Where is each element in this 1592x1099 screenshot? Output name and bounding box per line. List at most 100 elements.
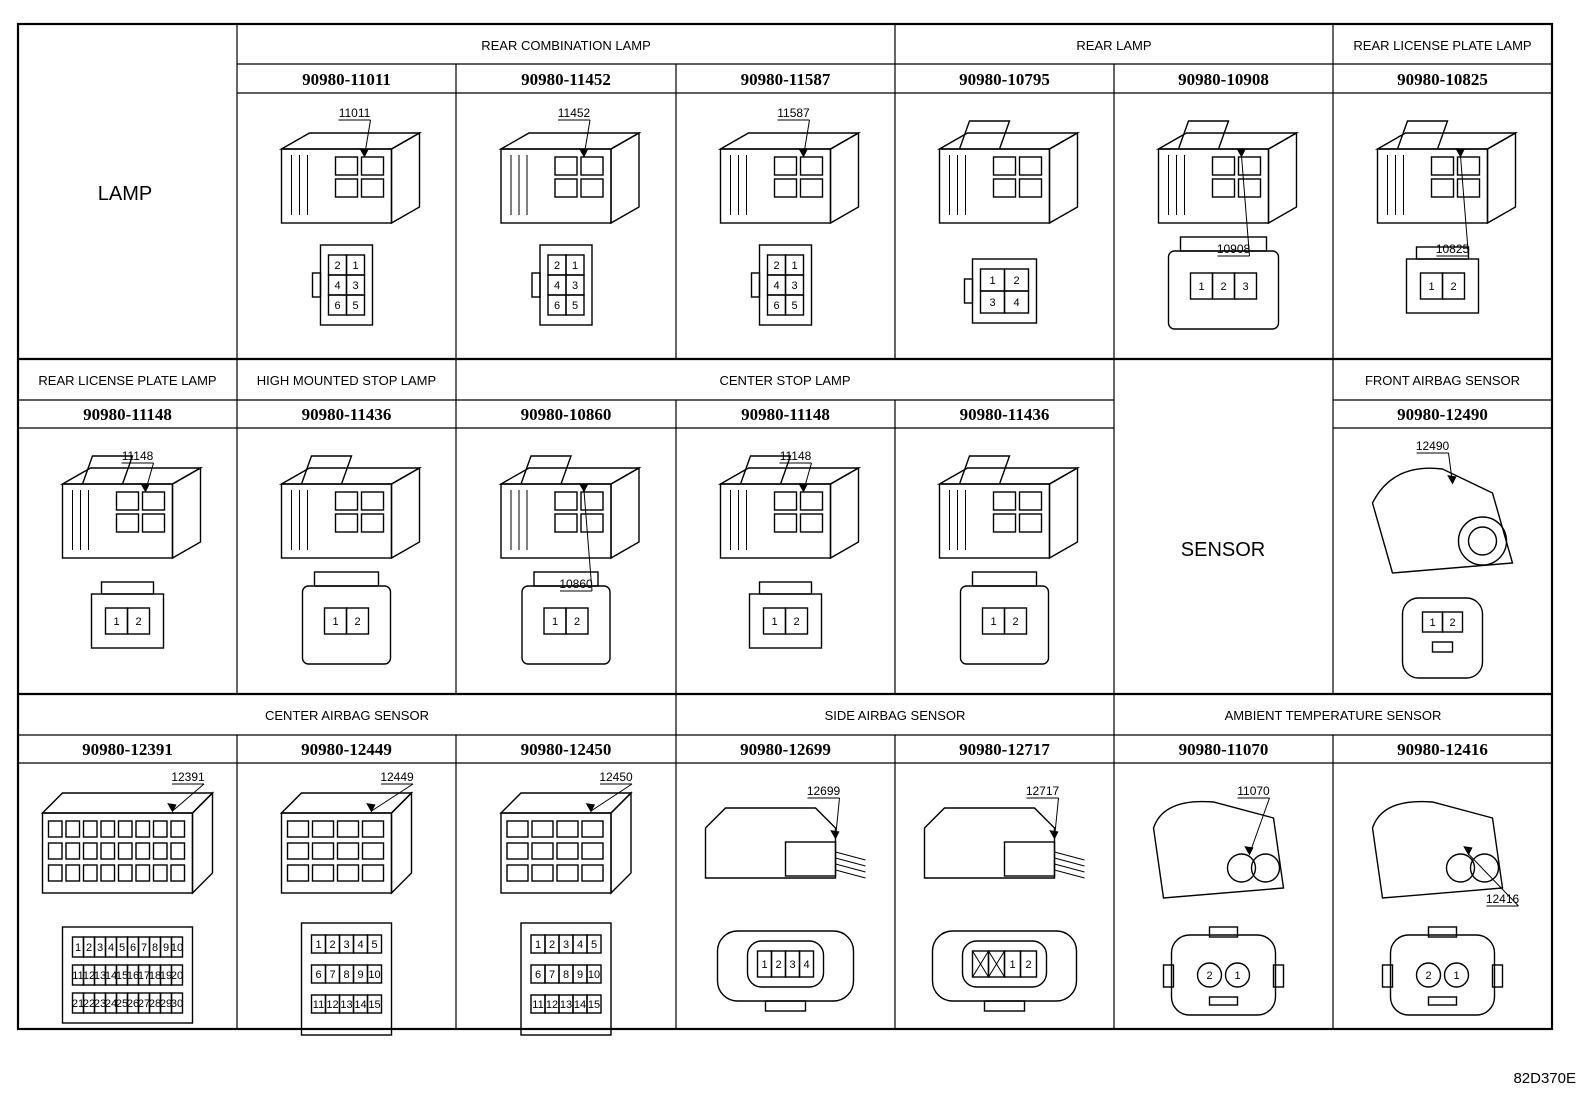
lock-tab xyxy=(533,571,599,587)
cavity xyxy=(115,513,140,533)
pin-number: 2 xyxy=(86,942,92,954)
connector-body xyxy=(923,807,1056,879)
pin-number: 1 xyxy=(113,616,119,628)
pin-number: 1 xyxy=(1453,970,1459,982)
part-code-label: 12416 xyxy=(1486,892,1520,906)
cavity xyxy=(773,513,798,533)
leader-arrow xyxy=(1455,148,1465,158)
pin-number: 5 xyxy=(591,939,597,951)
wire xyxy=(835,863,866,873)
wire xyxy=(1054,869,1085,879)
pin-number: 13 xyxy=(560,999,572,1011)
leader-arrow xyxy=(140,483,150,493)
cavity xyxy=(135,820,151,838)
pin-number: 2 xyxy=(549,939,555,951)
cavity xyxy=(506,820,529,838)
cavity xyxy=(799,513,824,533)
pin-cavity xyxy=(1443,962,1470,988)
connector-front-face xyxy=(938,148,1051,224)
cavity xyxy=(170,820,186,838)
pin-number: 21 xyxy=(72,998,84,1010)
leader-line xyxy=(1468,853,1519,907)
connector-side-face xyxy=(1267,131,1298,225)
lock-tab xyxy=(758,581,813,595)
cavity xyxy=(1018,178,1043,198)
cavity xyxy=(531,842,554,860)
lock-tab xyxy=(750,272,761,298)
pin-number: 4 xyxy=(773,280,779,292)
part-number: 90980-11587 xyxy=(741,70,831,89)
pin-number: 17 xyxy=(138,970,150,982)
leader-arrow xyxy=(366,803,376,813)
pin-number: 6 xyxy=(130,942,136,954)
round-cavity xyxy=(1469,853,1500,883)
pin-number: 11 xyxy=(72,970,83,982)
cavity xyxy=(554,178,578,198)
pin-number: 3 xyxy=(352,280,358,292)
cavity xyxy=(361,820,385,838)
leader-line xyxy=(1241,155,1250,257)
cavity xyxy=(361,864,385,882)
group-high-mounted-stop-lamp: HIGH MOUNTED STOP LAMP xyxy=(257,373,436,388)
cavity xyxy=(286,842,310,860)
cavity xyxy=(799,156,824,176)
pin-number: 25 xyxy=(116,998,128,1010)
cavity xyxy=(311,864,335,882)
pin-number: 6 xyxy=(315,969,321,981)
lock-tab xyxy=(311,272,322,298)
pin-cavity xyxy=(126,607,151,635)
pin-number: 2 xyxy=(1025,959,1031,971)
cavity xyxy=(1237,178,1262,198)
pin-number: 5 xyxy=(572,300,578,312)
connector-face-outline xyxy=(300,922,393,1036)
cavity xyxy=(311,842,335,860)
side-lug xyxy=(1162,964,1175,988)
pin-number: 9 xyxy=(357,969,363,981)
leader-arrow xyxy=(578,148,589,158)
cavity xyxy=(152,842,168,860)
pin-number: 23 xyxy=(94,998,106,1010)
pin-cavity xyxy=(586,994,602,1014)
lock-tab xyxy=(983,1000,1026,1012)
pin-cavity xyxy=(1019,950,1038,978)
pin-number: 14 xyxy=(105,970,117,982)
round-cavity xyxy=(1250,853,1281,883)
cavity xyxy=(141,491,166,511)
pin-number: 27 xyxy=(138,998,150,1010)
pin-number: 30 xyxy=(171,998,183,1010)
part-number: 90980-11452 xyxy=(521,70,611,89)
pin-number: 4 xyxy=(1013,297,1019,309)
connector-front-face xyxy=(280,148,393,224)
lock-tab xyxy=(971,571,1038,587)
lock-tab xyxy=(1179,236,1268,252)
part-code-label: 10860 xyxy=(559,577,593,591)
connector-front-face xyxy=(61,483,174,559)
part-code-label: 11148 xyxy=(122,449,154,463)
latch xyxy=(81,455,134,485)
category-lamp: LAMP xyxy=(98,183,152,205)
connector-front-face xyxy=(500,483,612,559)
pin-number: 1 xyxy=(332,616,338,628)
cavity xyxy=(82,842,98,860)
pin-number: 2 xyxy=(1449,617,1455,629)
cavity xyxy=(65,864,81,882)
pin-number: 24 xyxy=(105,998,117,1010)
part-code-label: 12699 xyxy=(807,784,841,798)
cavity xyxy=(334,513,359,533)
latch xyxy=(1396,120,1449,150)
cavity xyxy=(581,842,604,860)
cavity xyxy=(311,820,335,838)
pin-number: 2 xyxy=(354,616,360,628)
cavity xyxy=(799,491,824,511)
pin-number: 1 xyxy=(761,959,767,971)
connector-face-outline xyxy=(61,926,194,1024)
pin-number: 7 xyxy=(549,969,555,981)
pin-number: 2 xyxy=(773,260,779,272)
pin-number: 2 xyxy=(554,260,560,272)
connector-body xyxy=(1371,467,1514,574)
connector-face-outline xyxy=(1389,934,1496,1016)
pin-number: 29 xyxy=(160,998,172,1010)
pin-number: 4 xyxy=(334,280,340,292)
